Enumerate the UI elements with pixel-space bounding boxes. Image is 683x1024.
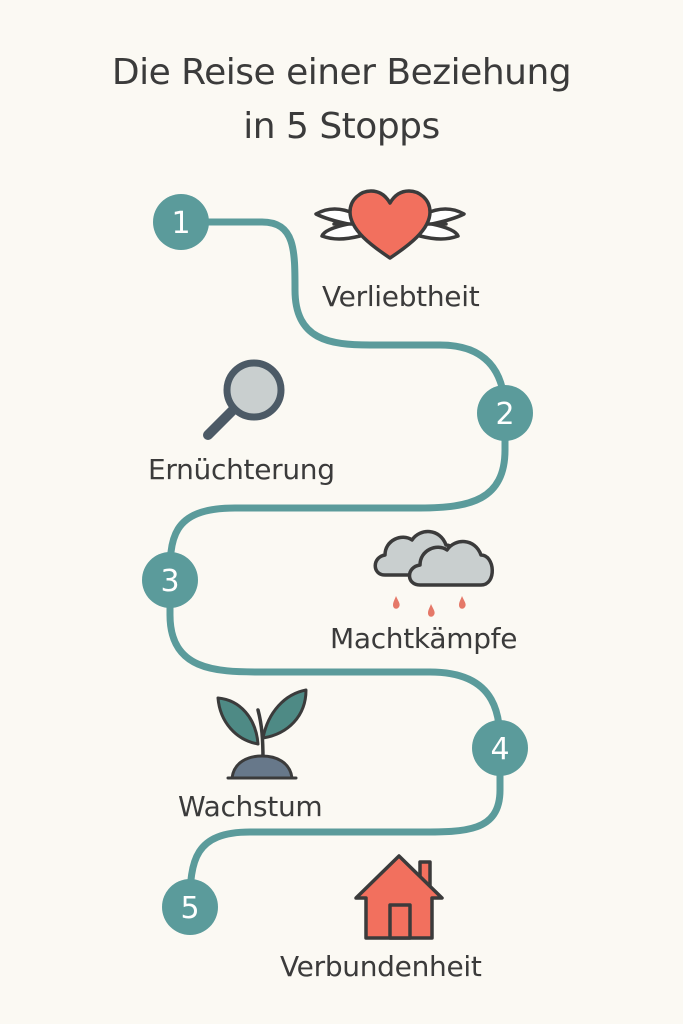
stop-label-2: Ernüchterung <box>148 453 335 486</box>
journey-path <box>166 218 509 909</box>
stop-marker-1: 1 <box>153 194 209 250</box>
stop-number-4: 4 <box>490 732 509 767</box>
stop-number-5: 5 <box>180 891 199 926</box>
stop-label-5: Verbundenheit <box>280 950 482 983</box>
stop-label-3: Machtkämpfe <box>330 622 518 655</box>
title-line-1: Die Reise einer Beziehung <box>111 52 572 93</box>
stop-number-1: 1 <box>171 206 190 241</box>
sprout-icon <box>216 688 308 780</box>
stop-number-3: 3 <box>160 564 179 599</box>
stop-label-1: Verliebtheit <box>322 280 480 313</box>
house-icon <box>354 854 444 940</box>
stop-marker-5: 5 <box>162 879 218 935</box>
title-line-2: in 5 Stopps <box>243 106 440 147</box>
stop-label-4: Wachstum <box>178 790 323 823</box>
winged-heart-icon <box>314 189 466 260</box>
page-title: Die Reise einer Beziehung in 5 Stopps <box>0 46 683 154</box>
stop-number-2: 2 <box>495 397 514 432</box>
rain-drops <box>393 596 466 617</box>
stop-marker-3: 3 <box>142 552 198 608</box>
magnifier-icon <box>203 359 285 440</box>
stop-marker-2: 2 <box>477 385 533 441</box>
rain-clouds-icon <box>373 529 494 587</box>
stop-marker-4: 4 <box>472 720 528 776</box>
